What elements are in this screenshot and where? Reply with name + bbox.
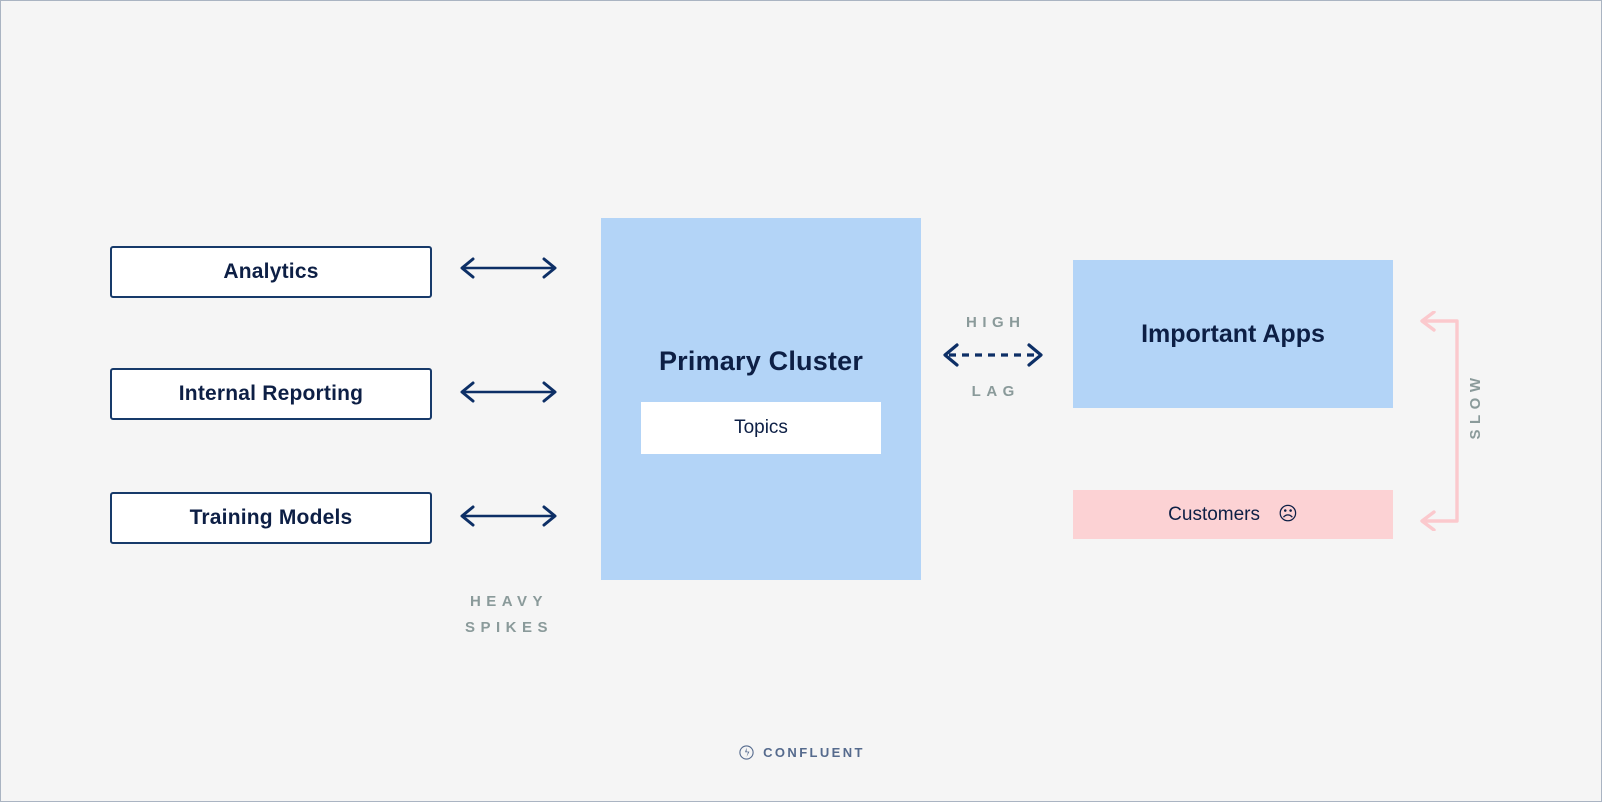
customers-label: Customers — [1168, 503, 1261, 525]
primary-cluster-title: Primary Cluster — [658, 346, 864, 376]
topics-label: Topics — [734, 417, 788, 438]
double-headed-arrow-icon — [460, 257, 557, 279]
source-box-training-models[interactable]: Training Models — [110, 492, 432, 544]
high-lag-top-word: HIGH — [966, 314, 1026, 331]
confluent-wordmark: CONFLUENT — [763, 745, 865, 760]
topics-card[interactable]: Topics — [641, 402, 881, 454]
heavy-spikes-caption: HEAVY SPIKES — [433, 589, 585, 641]
high-lag-group: HIGH LAG — [937, 314, 1049, 400]
double-headed-arrow-icon — [460, 505, 557, 527]
heavy-spikes-line-2: SPIKES — [464, 619, 554, 636]
heavy-spikes-line-1: HEAVY — [469, 593, 549, 610]
source-box-analytics[interactable]: Analytics — [110, 246, 432, 298]
source-box-internal-reporting[interactable]: Internal Reporting — [110, 368, 432, 420]
customers-panel[interactable]: Customers ☹ — [1073, 490, 1393, 539]
confluent-footer-logo: CONFLUENT — [1, 745, 1601, 760]
slow-caption: SLOW — [1467, 373, 1484, 440]
high-lag-bottom-word: LAG — [971, 383, 1020, 400]
source-box-label: Training Models — [189, 506, 353, 529]
sad-face-icon: ☹ — [1278, 504, 1298, 525]
source-box-label: Analytics — [223, 260, 319, 283]
pink-bracket-double-arrow-icon — [1420, 311, 1459, 531]
confluent-logo-icon — [739, 745, 754, 760]
source-box-label: Internal Reporting — [178, 382, 364, 405]
important-apps-panel[interactable]: Important Apps — [1073, 260, 1393, 408]
dashed-double-headed-arrow-icon — [943, 343, 1043, 367]
important-apps-label: Important Apps — [1141, 319, 1325, 348]
double-headed-arrow-icon — [460, 381, 557, 403]
primary-cluster-panel[interactable]: Primary Cluster Topics — [601, 218, 921, 580]
